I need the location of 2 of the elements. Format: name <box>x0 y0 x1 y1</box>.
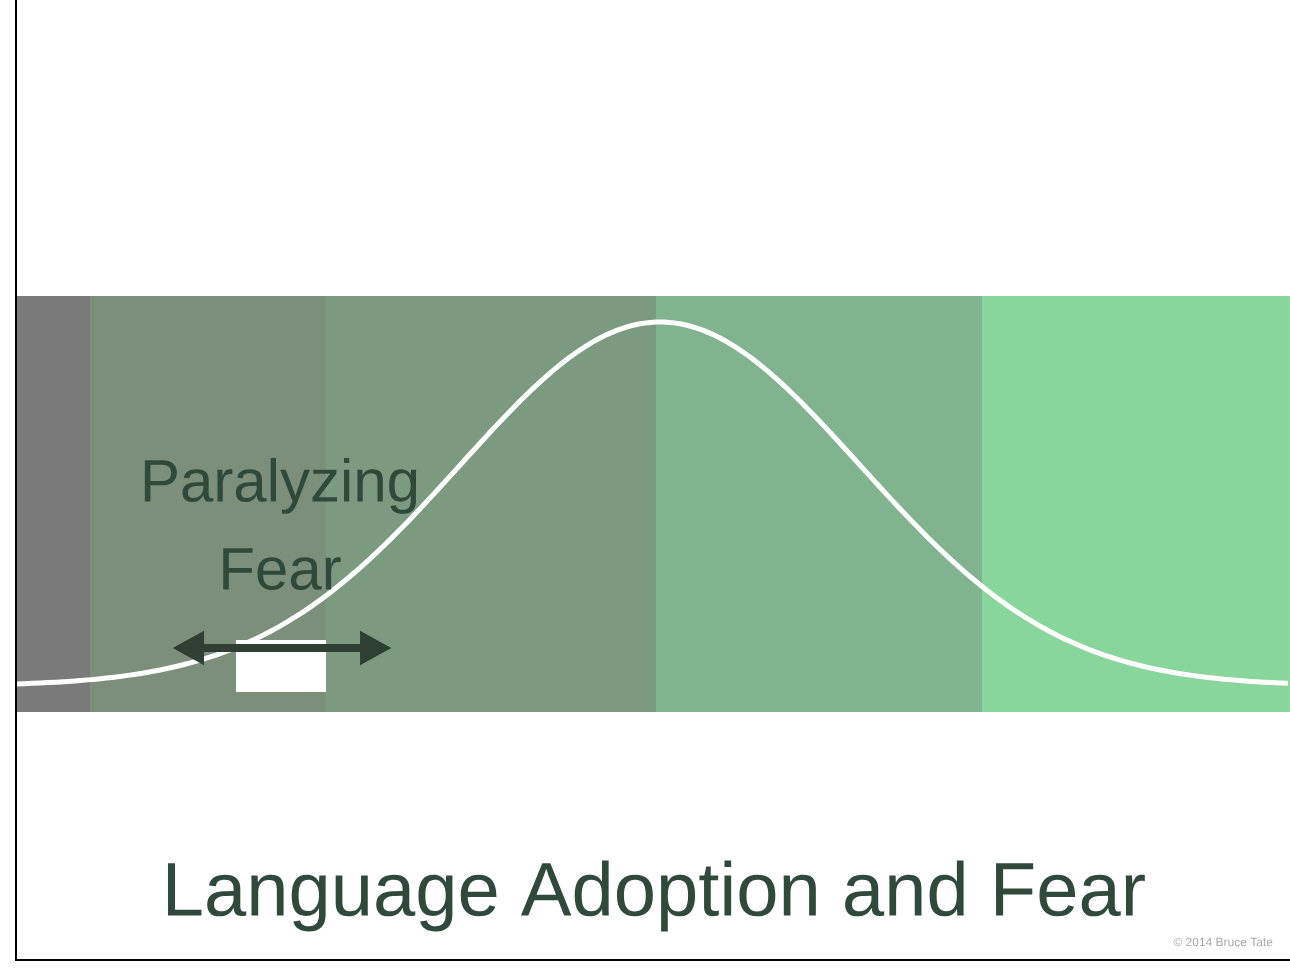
callout-text: Paralyzing Fear <box>144 457 417 590</box>
title: Language Adoption and Fear <box>167 860 1145 932</box>
